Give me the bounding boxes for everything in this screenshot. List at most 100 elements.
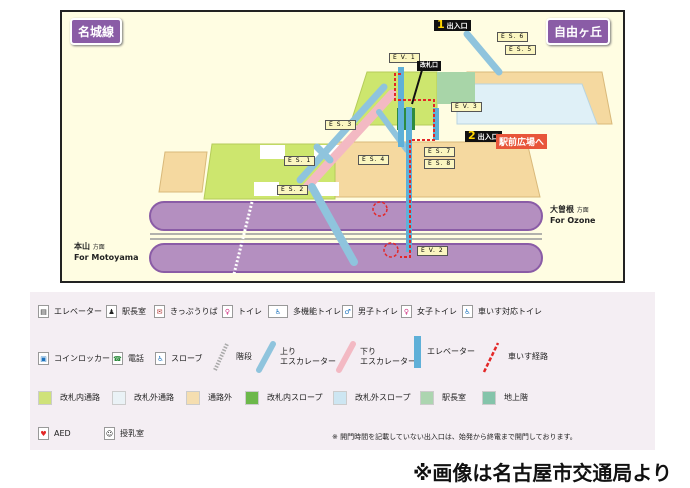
elevator-ev3 [433, 108, 439, 140]
escalator-up-icon [256, 341, 276, 373]
swatch [482, 391, 496, 405]
label-es5: E S. 5 [505, 45, 537, 55]
wheelchair-icon: ♿ [462, 305, 473, 318]
stairs [232, 201, 254, 275]
legend-elevator: ▤ エレベーター [38, 305, 102, 318]
swatch [333, 391, 347, 405]
elevator-shaft-icon [414, 336, 421, 368]
source-credit: ※画像は名古屋市交通局より [412, 461, 672, 485]
legend-label-line2: エスカレーター [360, 357, 416, 366]
legend-slope-outside: 改札外スロープ [333, 391, 411, 405]
direction-suffix: 方面 [92, 244, 105, 251]
stair-box [260, 145, 285, 159]
elevator-icon: ▤ [38, 305, 49, 318]
legend-toilet: ♀ トイレ [222, 305, 262, 318]
legend-multi-toilet: ♿ 多機能トイレ [268, 305, 341, 318]
label-es3: E S. 3 [325, 120, 357, 130]
legend-elevator-shaft: エレベーター [414, 336, 475, 368]
label-es1: E S. 1 [284, 156, 316, 166]
legend-label: エレベーター [427, 347, 475, 356]
legend-label: 改札外通路 [134, 393, 174, 402]
legend-gate-inside: 改札内通路 [38, 391, 100, 405]
legend-label: 階段 [236, 352, 252, 361]
label-es8: E S. 8 [424, 159, 456, 169]
legend-label: エレベーター [54, 306, 102, 316]
entrance-number: 2 [468, 129, 476, 142]
nursing-room-icon: ☺ [104, 427, 115, 440]
legend-label: 駅長室 [122, 306, 146, 316]
escalator-down-icon [336, 341, 356, 373]
legend-escalator-down: 下りエスカレーター [335, 340, 416, 374]
mens-toilet-icon: ♂ [342, 305, 353, 318]
ticket-gate-label: 改札口 [417, 61, 442, 71]
legend-label: 地上階 [504, 393, 528, 402]
legend-label: 多機能トイレ [293, 306, 341, 316]
swatch [420, 391, 434, 405]
direction-name: 本山 [74, 242, 90, 251]
elevator-ev2 [406, 107, 412, 252]
escalator-es5 [463, 30, 503, 76]
legend-label: 電話 [128, 353, 144, 363]
station-plaza-sign: 駅前広場へ [496, 134, 548, 149]
station-map: 名城線 自由ヶ丘 E S. 1 E S. 2 E S. 3 E S. 4 E S… [60, 10, 625, 283]
area-outside-left [158, 151, 208, 193]
legend-locker: ▣コインロッカー [38, 352, 110, 365]
legend-escalator-up: 上りエスカレーター [255, 340, 336, 374]
station-name-badge: 自由ヶ丘 [546, 18, 611, 45]
aed-icon: ♥ [38, 427, 49, 440]
legend-label: きっぷうりば [170, 306, 218, 316]
legend-wheelchair-toilet: ♿ 車いす対応トイレ [462, 305, 542, 318]
legend-label-line1: 上り [280, 347, 296, 356]
elevator-ev1 [398, 67, 404, 147]
multipurpose-toilet-icon: ♿ [268, 305, 288, 318]
legend-station-office: ♟ 駅長室 [106, 305, 146, 318]
legend-note: ※ 開門時間を記載していない出入口は、始発から終電まで開門しております。 [332, 433, 577, 441]
legend-label-line2: エスカレーター [280, 357, 336, 366]
legend-label: トイレ [238, 306, 262, 316]
label-ev1: E V. 1 [389, 53, 420, 63]
platform-upper [149, 201, 543, 231]
label-es2: E S. 2 [277, 185, 309, 195]
label-ev3: E V. 3 [451, 102, 482, 112]
route-marker [372, 201, 388, 217]
direction-motoyama: 本山 方面 For Motoyama [74, 242, 139, 263]
legend-label: 駅長室 [442, 393, 466, 402]
label-es7: E S. 7 [424, 147, 456, 157]
ticket-office-icon: ✉ [154, 305, 165, 318]
swatch [112, 391, 126, 405]
legend-womens-toilet: ♀女子トイレ [401, 305, 457, 318]
womens-toilet-icon: ♀ [401, 305, 412, 318]
entrance-label: 出入口 [446, 22, 468, 30]
legend-label: 改札外スロープ [355, 393, 411, 402]
legend-office-area: 駅長室 [420, 391, 466, 405]
swatch [245, 391, 259, 405]
toilet-icon: ♀ [222, 305, 233, 318]
office-area [437, 72, 475, 104]
legend-label-line1: 下り [360, 347, 376, 356]
legend-slope: ♿スローブ [155, 352, 203, 365]
legend-label: 授乳室 [120, 428, 144, 438]
entrance-label: 出入口 [477, 133, 499, 141]
direction-english: For Ozone [550, 216, 596, 225]
label-es6: E S. 6 [497, 32, 529, 42]
legend: ▤エレベーター ♟駅長室 ✉きっぷうりば ♀トイレ ♿多機能トイレ ♂男子トイレ… [30, 292, 655, 450]
legend-wheelchair-route: 車いす経路 [480, 340, 548, 374]
swatch [186, 391, 200, 405]
legend-outside: 通路外 [186, 391, 232, 405]
slope-icon: ♿ [155, 352, 166, 365]
legend-aed: ♥AED [38, 427, 71, 440]
legend-label: 車いす経路 [508, 352, 548, 361]
legend-gate-outside: 改札外通路 [112, 391, 174, 405]
legend-label: 車いす対応トイレ [478, 306, 542, 316]
station-master-icon: ♟ [106, 305, 117, 318]
direction-english: For Motoyama [74, 253, 139, 262]
stairs-icon [213, 343, 229, 371]
line-name-badge: 名城線 [70, 18, 123, 45]
direction-name: 大曽根 [550, 205, 574, 214]
legend-ticket: ✉ きっぷうりば [154, 305, 218, 318]
legend-label: 通路外 [208, 393, 232, 402]
legend-ground-floor: 地上階 [482, 391, 528, 405]
